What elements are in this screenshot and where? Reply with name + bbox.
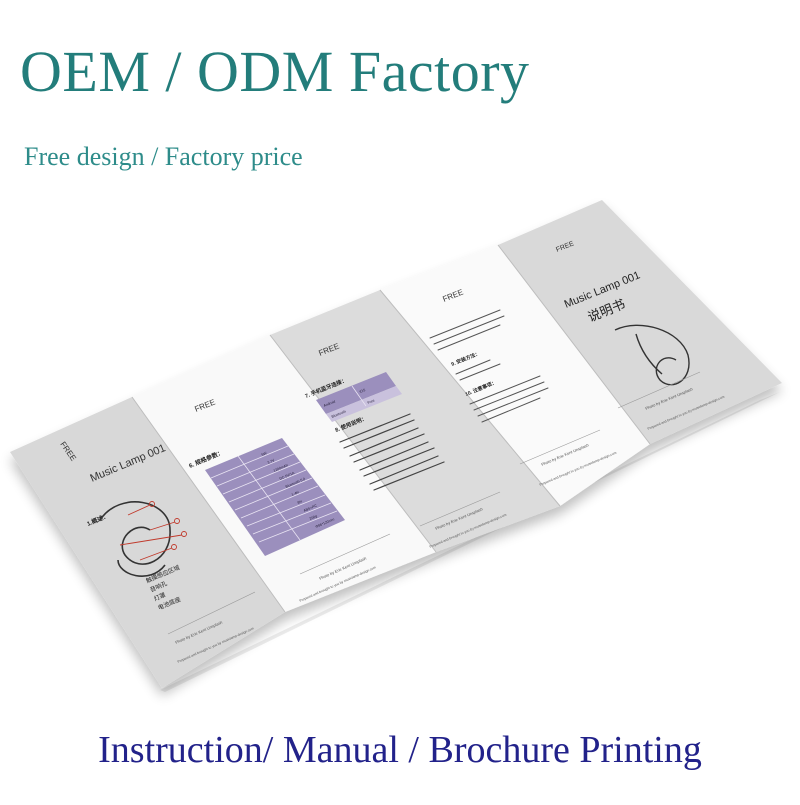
spec-row-6: 1-4H xyxy=(291,490,300,497)
spec-row-7: 8H xyxy=(297,499,303,505)
brochure-panels xyxy=(10,200,782,688)
spec-row-10: Φ86*120mm xyxy=(315,517,335,529)
spec-row-8: ABS+PC xyxy=(303,503,318,512)
panel-1-callouts xyxy=(119,501,187,561)
panel-5 xyxy=(498,200,782,444)
spec-row-1: 5W xyxy=(261,451,268,457)
spec-row-5: Bluetooth 5.0 xyxy=(285,477,306,489)
panel-3-table xyxy=(316,372,402,422)
panel-1-lamp-drawing xyxy=(99,501,171,577)
panel-5-lamp-drawing xyxy=(614,324,690,386)
panel-4-body-lines xyxy=(469,375,549,423)
headline: OEM / ODM Factory xyxy=(20,39,530,104)
panel-4 xyxy=(380,245,650,506)
spec-row-9: 200g xyxy=(309,514,318,521)
panel-3-cell-3: Bluetooth xyxy=(331,410,347,419)
panel-2-spec-rows: 5W 3.7V 1200mAh DC 5V/1A Bluetooth 5.0 1… xyxy=(261,451,335,529)
spec-row-4: DC 5V/1A xyxy=(279,471,296,481)
spec-row-2: 3.7V xyxy=(267,458,276,465)
panel-3 xyxy=(270,290,560,552)
fold-lines xyxy=(131,244,651,613)
panel-3-cell-1: Android xyxy=(323,400,336,408)
subheadline: Free design / Factory price xyxy=(24,142,303,171)
spec-row-3: 1200mAh xyxy=(273,463,289,473)
panel-3-cell-2: iOS xyxy=(359,388,367,394)
panel-1 xyxy=(10,397,285,688)
panel-3-body-lines xyxy=(339,413,445,491)
panel-4-body-lines-top xyxy=(429,309,505,351)
panel-3-cell-4: Free xyxy=(367,398,375,404)
panel-2-spec-table xyxy=(205,438,345,556)
footer-caption: Instruction/ Manual / Brochure Printing xyxy=(98,729,702,771)
